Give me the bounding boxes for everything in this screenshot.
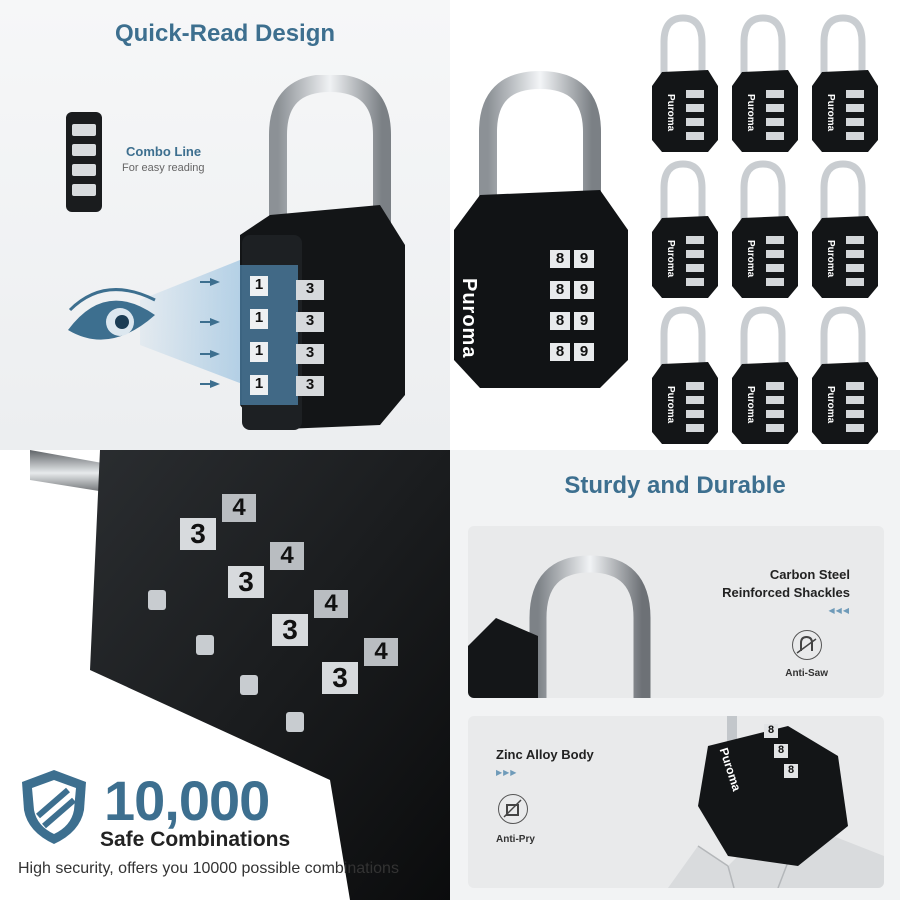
dial-digit: 4: [222, 494, 256, 522]
padlock-closeup-image: [30, 450, 450, 900]
dial-digit: 4: [314, 590, 348, 618]
combinations-label: Safe Combinations: [100, 828, 291, 851]
dial-digit: 8: [550, 250, 570, 268]
shackle-feature-line2: Reinforced Shackles: [722, 585, 850, 600]
eye-icon: [68, 258, 245, 388]
dial-digit: 3: [296, 312, 324, 332]
dial-digit: 8: [774, 744, 788, 758]
anti-pry-icon: [498, 794, 528, 824]
dial-digit: 3: [296, 280, 324, 300]
combinations-count: 10,000: [104, 769, 270, 832]
brand-logo: Puroma: [458, 278, 480, 359]
anti-pry-label: Anti-Pry: [496, 834, 535, 845]
sturdy-title: Sturdy and Durable: [564, 472, 786, 499]
padlock-front-image: [454, 70, 628, 388]
small-padlock-image: Puroma: [812, 14, 878, 152]
dial-digit: 3: [296, 376, 324, 396]
combinations-panel: 3 3 3 3 4 4 4 4 10,000 Safe Combinations…: [0, 450, 450, 900]
svg-text:Puroma: Puroma: [825, 240, 836, 278]
combinations-description: High security, offers you 10000 possible…: [18, 860, 399, 877]
small-padlock-image: Puroma: [812, 160, 878, 298]
small-padlock-image: Puroma: [652, 14, 718, 152]
feature-shackle-card: Carbon Steel Reinforced Shackles ◀◀◀ Ant…: [468, 526, 884, 698]
dial-digit: 3: [272, 614, 308, 646]
dial-digit: 1: [250, 276, 268, 296]
dial-column-right: 9 9 9 9: [574, 250, 594, 361]
combo-line-label: Combo Line: [126, 144, 202, 159]
arrow-left-icon: ◀◀◀: [828, 606, 850, 615]
svg-text:Puroma: Puroma: [665, 94, 676, 132]
small-padlock-image: Puroma: [812, 306, 878, 444]
dial-digit: 3: [228, 566, 264, 598]
dial-column-left: 8 8 8 8: [550, 250, 570, 361]
padlock-crushing-image: [668, 716, 884, 888]
small-padlock-image: Puroma: [652, 306, 718, 444]
dial-column-right: 3 3 3 3: [296, 280, 324, 396]
dial-digit: 8: [550, 312, 570, 330]
dial-digit: 9: [574, 343, 594, 361]
svg-text:Puroma: Puroma: [745, 386, 756, 424]
quick-read-title: Quick-Read Design: [114, 20, 336, 47]
anti-saw-label: Anti-Saw: [785, 668, 828, 679]
small-padlock-image: Puroma: [732, 160, 798, 298]
sturdy-panel: Sturdy and Durable Carbon Steel Reinforc…: [450, 450, 900, 900]
shield-icon: [22, 770, 86, 844]
svg-text:Puroma: Puroma: [825, 386, 836, 424]
shackle-feature-line1: Carbon Steel: [769, 567, 850, 582]
shackle-image: [468, 555, 651, 698]
svg-text:Puroma: Puroma: [825, 94, 836, 132]
arrow-right-icon: ▶▶▶: [496, 768, 518, 777]
svg-text:Puroma: Puroma: [665, 240, 676, 278]
dial-digit: 1: [250, 342, 268, 362]
small-padlock-image: Puroma: [652, 160, 718, 298]
dial-digit: 8: [784, 764, 798, 778]
dial-digit: 9: [574, 312, 594, 330]
small-padlock-image: Puroma: [732, 306, 798, 444]
svg-text:Puroma: Puroma: [745, 240, 756, 278]
dial-digit: 3: [180, 518, 216, 550]
dial-column-left: 1 1 1 1: [250, 276, 268, 395]
dial-digit: 8: [550, 281, 570, 299]
dial-digit: 4: [270, 542, 304, 570]
svg-text:Puroma: Puroma: [745, 94, 756, 132]
dial-digit: 9: [574, 281, 594, 299]
body-feature-title: Zinc Alloy Body: [496, 747, 594, 762]
quick-read-panel: Quick-Read Design Combo Line For easy re…: [0, 0, 450, 450]
dial-digit: 3: [296, 344, 324, 364]
svg-text:Puroma: Puroma: [665, 386, 676, 424]
dial-digit: 8: [764, 724, 778, 738]
combo-cylinder-icon: [66, 112, 102, 212]
small-padlock-image: Puroma: [732, 14, 798, 152]
anti-saw-icon: [792, 630, 822, 660]
dial-digit: 9: [574, 250, 594, 268]
feature-body-card: Zinc Alloy Body ▶▶▶ Anti-Pry Puroma 8 8 …: [468, 716, 884, 888]
dial-digit: 3: [322, 662, 358, 694]
dial-digit: 4: [364, 638, 398, 666]
dial-column-right: 4 4 4 4: [222, 494, 398, 666]
dial-digit: 1: [250, 375, 268, 395]
dial-digit: 8: [550, 343, 570, 361]
dial-column-left: 3 3 3 3: [180, 518, 358, 694]
dial-digit: 1: [250, 309, 268, 329]
combo-line-subtitle: For easy reading: [122, 162, 205, 174]
